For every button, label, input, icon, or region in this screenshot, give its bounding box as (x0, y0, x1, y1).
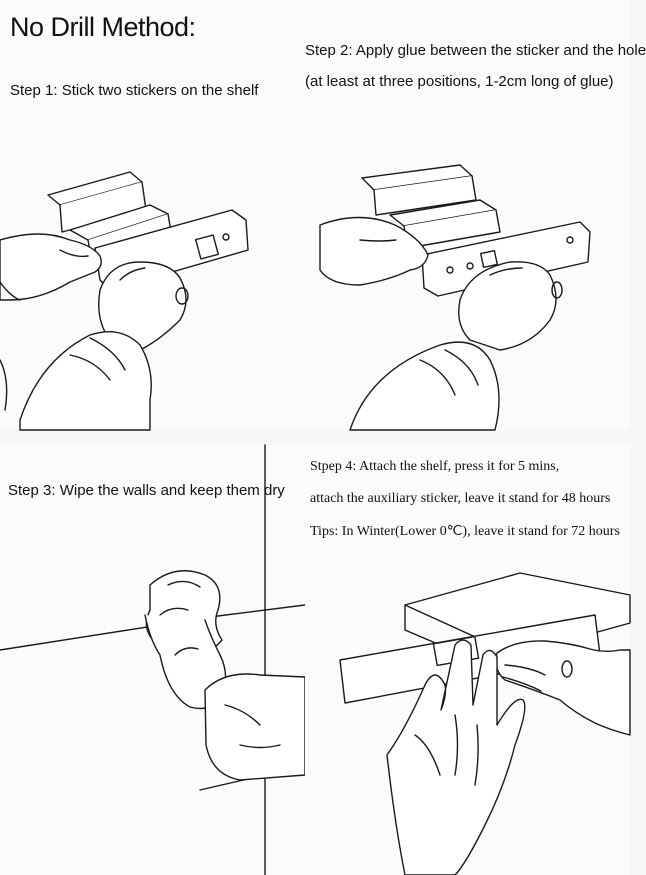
step1-illustration (0, 171, 249, 431)
step3-illustration (0, 444, 306, 875)
step1-label: Step 1: Stick two stickers on the shelf (10, 82, 259, 99)
page-title: No Drill Method: (10, 12, 196, 42)
step4-label-line1: Stpep 4: Attach the shelf, press it for … (310, 459, 560, 474)
step2-panel: Step 2: Apply glue between the sticker a… (300, 0, 646, 431)
step3-panel: Step 3: Wipe the walls and keep them dry (0, 444, 306, 875)
step3-label: Step 3: Wipe the walls and keep them dry (8, 482, 285, 499)
step4-panel: Stpep 4: Attach the shelf, press it for … (305, 445, 631, 875)
step2-label-line2: (at least at three positions, 1-2cm long… (305, 73, 614, 90)
step4-label-line3: Tips: In Winter(Lower 0℃), leave it stan… (310, 524, 620, 539)
step1-panel: No Drill Method: Step 1: Stick two stick… (0, 0, 300, 431)
step4-illustration (339, 572, 631, 875)
step2-illustration (319, 164, 591, 431)
step4-label-line2: attach the auxiliary sticker, leave it s… (310, 491, 611, 506)
step2-label-line1: Step 2: Apply glue between the sticker a… (305, 42, 646, 59)
